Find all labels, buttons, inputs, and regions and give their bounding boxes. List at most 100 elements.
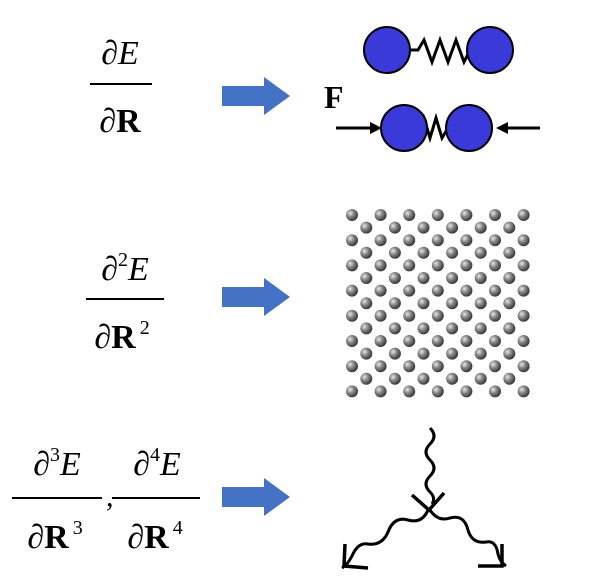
lattice-atom [489, 309, 501, 322]
lattice-atom [374, 309, 387, 322]
lattice-atom [517, 234, 530, 247]
lattice-atom [431, 385, 444, 398]
order-superscript: 2 [118, 249, 128, 271]
energy-symbol: E [59, 446, 81, 483]
numerator: ∂2E [101, 249, 149, 288]
force-label: F [324, 79, 344, 115]
atom-lattice-illustration [346, 209, 530, 398]
lattice-atom [474, 372, 487, 385]
arrowhead [478, 544, 504, 568]
lattice-atom [417, 347, 430, 360]
partial-symbol: ∂ [33, 446, 50, 483]
phonon-outgoing-right [428, 509, 507, 568]
lattice-atom [346, 385, 358, 398]
lattice-atom [489, 360, 501, 373]
partial-symbol: ∂ [133, 446, 150, 483]
lattice-atom [460, 284, 473, 297]
lattice-atom [403, 259, 416, 272]
energy-symbol: E [127, 251, 149, 288]
lattice-atom [388, 347, 401, 360]
partial-symbol: ∂ [101, 251, 118, 288]
right-arrow-3 [222, 478, 290, 516]
lattice-atom [360, 246, 373, 259]
lattice-atom [517, 284, 530, 297]
spring-dimer-illustration: F [324, 26, 540, 152]
lattice-atom [431, 335, 444, 347]
lattice-atom [489, 385, 501, 398]
partial-symbol: ∂ [127, 519, 144, 556]
right-arrow-1 [222, 77, 290, 115]
partial-symbol: ∂ [94, 319, 111, 356]
coordinate-symbol: R [116, 103, 141, 140]
lattice-atom [403, 209, 416, 221]
arrowhead [342, 543, 369, 570]
lattice-atom [503, 297, 516, 310]
order-superscript: 4 [150, 444, 160, 466]
lattice-atom [460, 360, 473, 373]
lattice-atom [460, 335, 473, 347]
lattice-atom [517, 360, 530, 373]
atom [380, 104, 428, 152]
lattice-atom [474, 297, 487, 310]
lattice-atom [517, 209, 530, 221]
lattice-atom [503, 372, 516, 385]
partial-symbol: ∂ [101, 35, 118, 72]
lattice-atom [474, 322, 487, 335]
lattice-atom [403, 309, 416, 322]
lattice-atom [374, 335, 387, 347]
lattice-atom [417, 372, 430, 385]
lattice-atom [446, 297, 459, 310]
lattice-atom [460, 259, 473, 272]
lattice-atom [431, 360, 444, 373]
lattice-atom [388, 322, 401, 335]
partial-symbol: ∂ [99, 103, 116, 140]
arrowhead [370, 122, 382, 134]
lattice-atom [374, 209, 387, 221]
lattice-atom [388, 246, 401, 259]
formula-first-derivative: ∂E ∂R [90, 35, 152, 140]
lattice-atom [403, 284, 416, 297]
phonon-incoming [424, 426, 436, 505]
lattice-atom [489, 209, 501, 221]
lattice-atom [374, 360, 387, 373]
lattice-atom [431, 259, 444, 272]
lattice-atom [446, 246, 459, 259]
atom [466, 26, 514, 74]
atom [445, 104, 493, 152]
phonon-scattering-illustration [341, 426, 507, 570]
coordinate-symbol: R [144, 519, 169, 556]
lattice-atom [489, 284, 501, 297]
lattice-atom [417, 322, 430, 335]
lattice-atom [460, 209, 473, 221]
lattice-atom [446, 372, 459, 385]
lattice-atom [346, 209, 358, 221]
lattice-atom [517, 259, 530, 272]
coordinate-symbol: R [44, 519, 69, 556]
lattice-atom [388, 372, 401, 385]
lattice-atom [460, 234, 473, 247]
lattice-atom [346, 335, 358, 347]
lattice-atom [403, 335, 416, 347]
lattice-atom [374, 259, 387, 272]
lattice-atom [503, 347, 516, 360]
lattice-atom [503, 246, 516, 259]
lattice-atom [431, 309, 444, 322]
lattice-atom [388, 272, 401, 284]
lattice-atom [417, 246, 430, 259]
lattice-atom [460, 309, 473, 322]
lattice-atom [489, 335, 501, 347]
lattice-atom [388, 221, 401, 234]
lattice-atom [360, 221, 373, 234]
denominator: ∂R [99, 103, 141, 140]
lattice-atom [403, 234, 416, 247]
separator-comma: , [106, 480, 114, 513]
order-superscript: 2 [140, 317, 150, 339]
lattice-atom [446, 272, 459, 284]
lattice-atom [346, 259, 358, 272]
lattice-atom [346, 360, 358, 373]
lattice-atom [388, 297, 401, 310]
lattice-atom [517, 385, 530, 398]
lattice-atom [503, 272, 516, 284]
